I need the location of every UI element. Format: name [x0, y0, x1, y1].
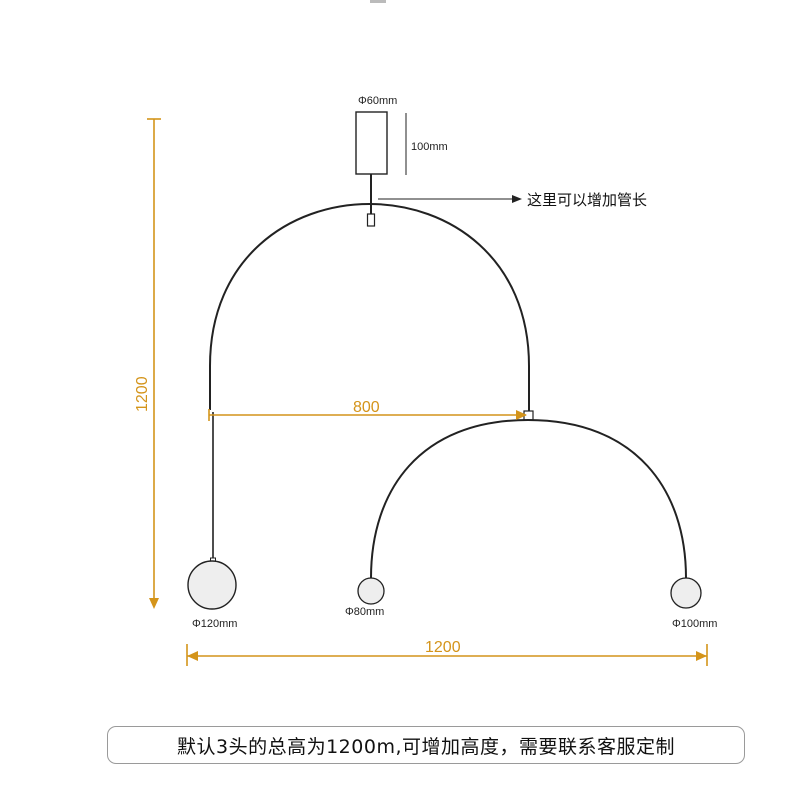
middle-globe-label: Φ80mm [345, 606, 384, 618]
height-dim-arrow [149, 598, 159, 609]
upper-arc [209, 203, 530, 412]
left-globe-label: Φ120mm [192, 618, 237, 630]
middle-globe [357, 577, 385, 605]
canopy-height-label: 100mm [411, 141, 448, 153]
width-dim-label: 1200 [425, 639, 461, 656]
annotation-arrowhead [512, 195, 522, 203]
width-dim-arrow-left [187, 651, 198, 661]
spacing-dim-arrow [516, 410, 527, 420]
rod-connector [366, 213, 376, 227]
right-globe [670, 577, 702, 609]
left-globe [187, 560, 237, 610]
caption-box: 默认3头的总高为1200m,可增加高度，需要联系客服定制 [107, 726, 745, 764]
lower-arc [370, 418, 687, 579]
canopy-diameter-label: Φ60mm [358, 95, 397, 107]
height-dim-label: 1200 [134, 376, 151, 412]
spacing-dim-label: 800 [353, 399, 380, 416]
width-dim-arrow-right [696, 651, 707, 661]
caption-text: 默认3头的总高为1200m,可增加高度，需要联系客服定制 [177, 735, 675, 758]
right-globe-label: Φ100mm [672, 618, 717, 630]
top-edge-mark [370, 0, 386, 3]
canopy [355, 111, 388, 175]
rod-annotation: 这里可以增加管长 [527, 191, 647, 209]
